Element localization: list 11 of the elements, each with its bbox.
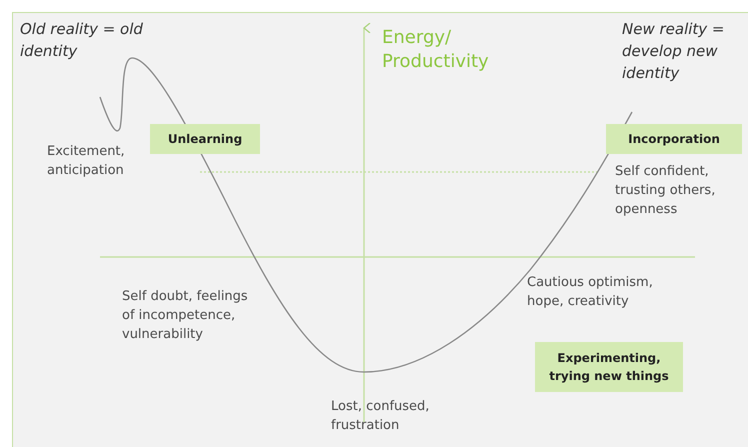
feelings-note: Self confident, trusting others, openness bbox=[615, 163, 716, 219]
state-note: New reality = develop new identity bbox=[622, 19, 726, 84]
stage-label: Incorporation bbox=[606, 124, 742, 154]
stage-label: Unlearning bbox=[150, 124, 260, 154]
feelings-note: Cautious optimism, hope, creativity bbox=[527, 274, 654, 311]
feelings-note: Excitement, anticipation bbox=[47, 143, 126, 180]
feelings-note: Lost, confused, frustration bbox=[331, 398, 430, 435]
state-note: Old reality = old identity bbox=[20, 19, 144, 62]
axis-title: Energy/ Productivity bbox=[382, 26, 490, 74]
stage-label: Experimenting, trying new things bbox=[535, 342, 683, 392]
feelings-note: Self doubt, feelings of incompetence, vulnerability bbox=[122, 288, 249, 344]
